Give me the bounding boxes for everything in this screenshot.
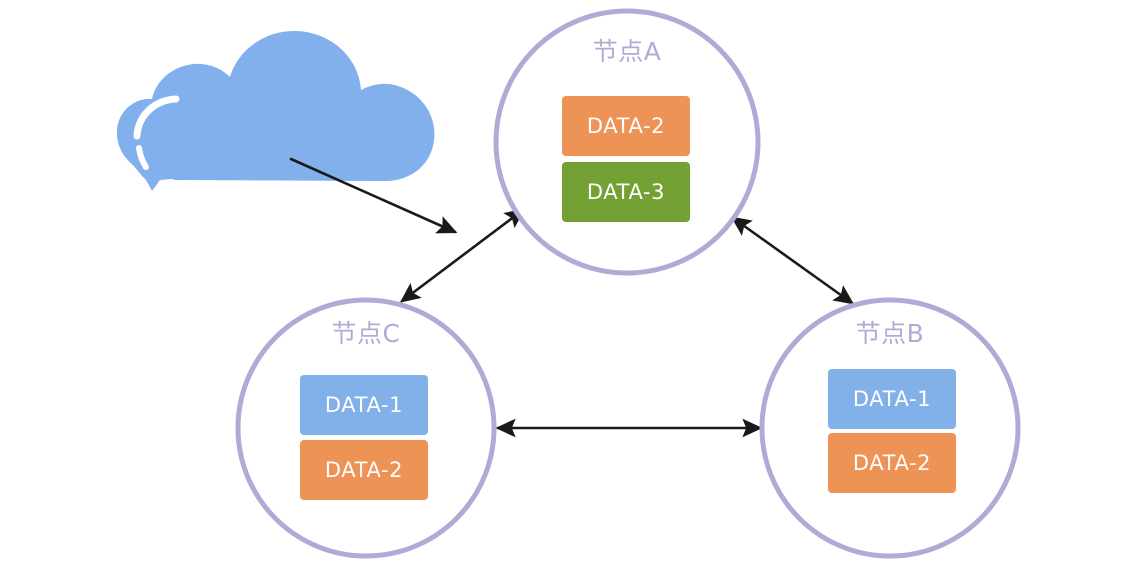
node-b-label: 节点B xyxy=(856,319,925,348)
node-b-box-0-rect xyxy=(828,369,956,429)
node-a-box-data-2[interactable]: DATA-2 xyxy=(562,96,690,156)
cloud-tail xyxy=(141,172,160,188)
node-a-box-1-rect xyxy=(562,162,690,222)
cloud-shape xyxy=(116,31,435,191)
node-b-box-1-label: DATA-2 xyxy=(853,451,931,475)
connections-layer xyxy=(289,157,855,438)
node-c-box-0-rect xyxy=(300,375,428,435)
node-c-box-1-rect xyxy=(300,440,428,500)
cloud-highlight-tick xyxy=(136,145,149,170)
node-b-box-data-2[interactable]: DATA-2 xyxy=(828,433,956,493)
node-b-box-data-1[interactable]: DATA-1 xyxy=(828,369,956,429)
node-c-box-1-label: DATA-2 xyxy=(325,458,403,482)
node-b-box-1-rect xyxy=(828,433,956,493)
node-c-box-data-2[interactable]: DATA-2 xyxy=(300,440,428,500)
node-a-box-0-rect xyxy=(562,96,690,156)
node-a-to-node-b-arrow[interactable] xyxy=(730,216,855,305)
node-c[interactable]: 节点C DATA-1 DATA-2 xyxy=(235,297,497,559)
node-b-box-0-label: DATA-1 xyxy=(853,387,931,411)
node-c-box-0-label: DATA-1 xyxy=(325,393,403,417)
node-a-to-node-c-arrow[interactable] xyxy=(399,208,526,303)
node-a-box-1-label: DATA-3 xyxy=(587,180,665,204)
node-a-label: 节点A xyxy=(593,37,662,66)
cloud-client[interactable] xyxy=(116,31,435,191)
node-b[interactable]: 节点B DATA-1 DATA-2 xyxy=(759,297,1021,559)
node-c-box-data-1[interactable]: DATA-1 xyxy=(300,375,428,435)
node-c-label: 节点C xyxy=(332,319,401,348)
node-a-box-data-3[interactable]: DATA-3 xyxy=(562,162,690,222)
cloud-highlight-arc xyxy=(133,95,180,140)
node-a[interactable]: 节点A DATA-2 DATA-3 xyxy=(493,8,761,276)
node-a-box-0-label: DATA-2 xyxy=(587,114,665,138)
